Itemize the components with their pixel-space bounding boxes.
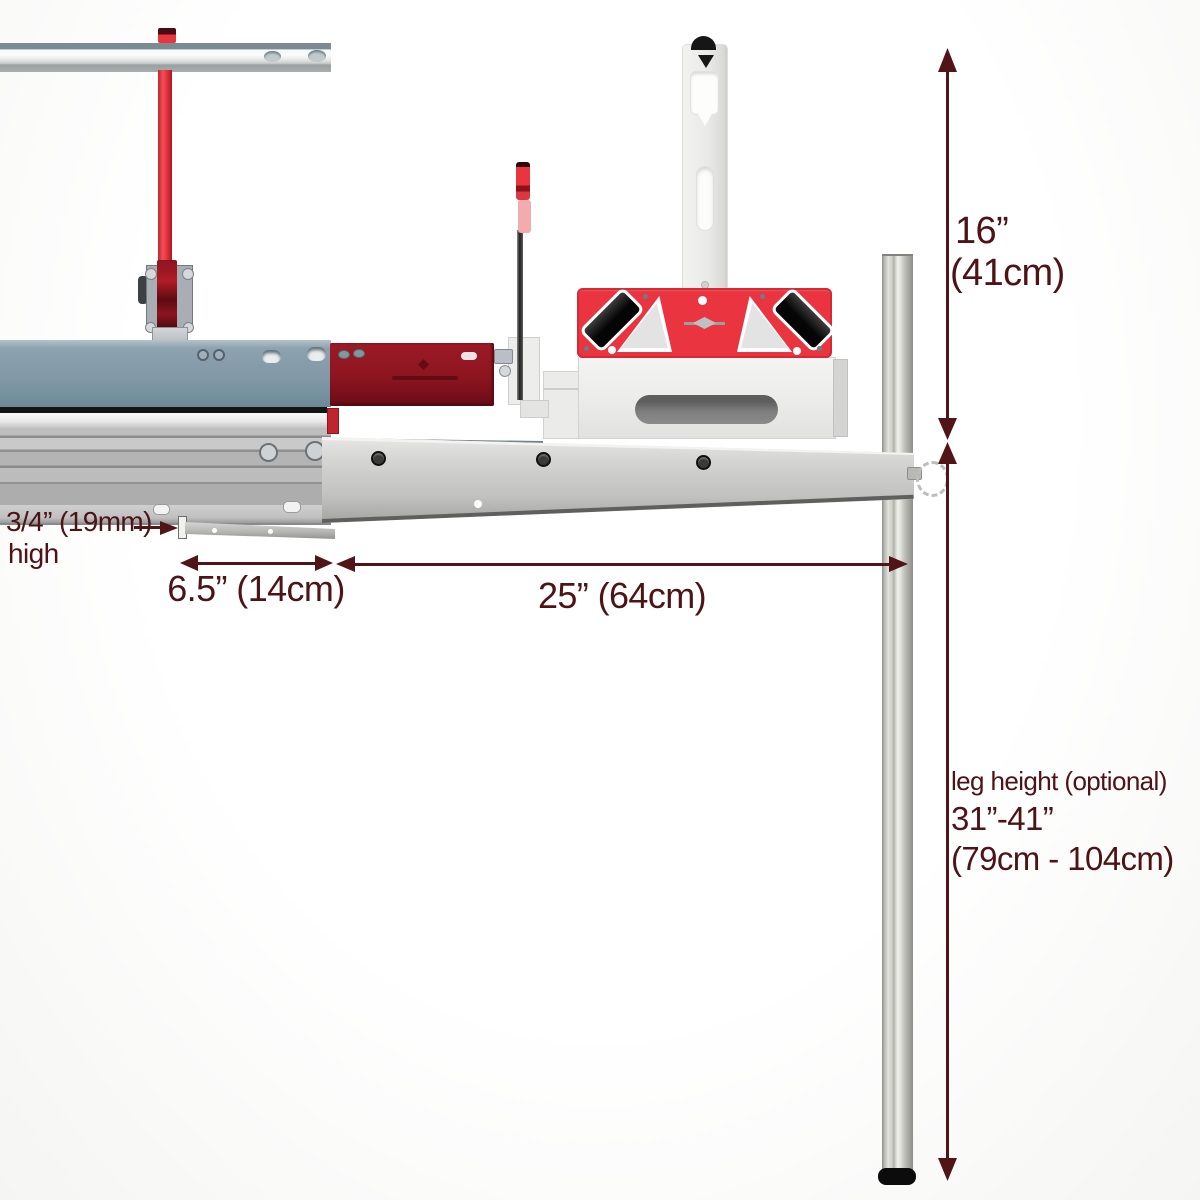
dim25-label: 25” (64cm)	[537, 575, 707, 616]
tray-screw	[371, 451, 386, 466]
tray-screw	[696, 455, 711, 470]
table-black-stripe	[0, 407, 327, 413]
table-screw	[213, 349, 225, 361]
dim25-line	[352, 563, 891, 566]
brand-plate	[330, 343, 494, 406]
legdim-label-2: 31”-41”	[951, 800, 1054, 837]
clamp-body	[157, 260, 177, 332]
plate-screw	[760, 294, 765, 299]
lip-label-line1: 3/4” (19mm)	[6, 506, 152, 537]
dim16-arrow-down	[938, 418, 957, 440]
leg-foot	[878, 1168, 916, 1185]
plate-hole	[608, 346, 616, 354]
table-silver-band	[0, 413, 327, 428]
clamp-bolt	[145, 268, 157, 280]
table-clip	[283, 501, 301, 513]
leg-post	[882, 254, 913, 1174]
lip-rivet	[212, 528, 217, 533]
lever-bracket-foot	[520, 400, 549, 418]
mast-keyhole-slot	[690, 71, 719, 115]
table-slot	[262, 350, 281, 363]
legdim-label-1: leg height (optional)	[951, 766, 1167, 796]
tray-screw	[536, 452, 551, 467]
clamp-post	[158, 70, 172, 265]
plate-hole-top	[698, 296, 707, 305]
lip-rivet	[268, 529, 273, 534]
table-screw	[197, 349, 209, 361]
lever-bolt-nut	[499, 365, 511, 377]
plate-screw	[817, 346, 822, 351]
lever-grip-sleeve	[518, 200, 531, 233]
table-slot	[307, 347, 326, 361]
plate-latch	[693, 317, 716, 329]
lever-bracket	[508, 337, 540, 405]
lip-leader-line	[134, 526, 162, 529]
lever-bolt	[494, 349, 513, 364]
mast-knob	[691, 36, 716, 50]
lip-label-line2: high	[8, 538, 59, 569]
legdim-arrow-down	[938, 1158, 957, 1181]
table-clip	[153, 504, 170, 515]
housing-slot	[635, 395, 778, 424]
rail-clamp-head	[158, 28, 176, 43]
dim16-line	[946, 66, 949, 424]
saw-table	[0, 340, 331, 525]
brand-logo-emboss	[418, 359, 429, 370]
table-extrusion-body	[0, 428, 331, 505]
roller-plate	[577, 286, 837, 358]
housing-left-seam	[543, 388, 579, 390]
brand-logo-emboss-text	[392, 376, 458, 380]
dim65-label: 6.5” (14cm)	[167, 568, 345, 609]
mast-oval-slot	[696, 166, 714, 231]
legdim-label-3: (79cm - 104cm)	[951, 840, 1174, 877]
brand-plate-screw	[353, 349, 365, 358]
dim65-line	[195, 562, 317, 565]
table-top-band	[0, 340, 331, 407]
tray-hole	[474, 500, 482, 508]
tray-bottom-edge	[322, 494, 914, 523]
dim16-label-inches: 16”	[955, 210, 1009, 252]
dim16-label-cm: (41cm)	[950, 252, 1065, 294]
clamp-bolt	[182, 268, 194, 280]
plate-screw	[584, 346, 589, 351]
table-screw-round	[259, 443, 278, 462]
brand-plate-tab	[327, 408, 339, 434]
lever-rod	[517, 230, 523, 400]
log-clamp	[138, 260, 196, 346]
support-tray	[322, 437, 914, 523]
rail-hole	[264, 51, 281, 62]
rail-hole	[308, 50, 326, 62]
hitch-ring	[916, 461, 949, 497]
legdim-line	[946, 458, 949, 1160]
brand-plate-slot	[461, 352, 477, 360]
plate-hole	[793, 347, 801, 355]
plate-screw	[643, 294, 648, 299]
clamp-lever	[138, 276, 148, 304]
lever-handle	[516, 162, 530, 200]
brand-plate-screw	[338, 350, 350, 359]
guide-rail	[0, 43, 331, 72]
housing-right-tab	[833, 359, 848, 437]
